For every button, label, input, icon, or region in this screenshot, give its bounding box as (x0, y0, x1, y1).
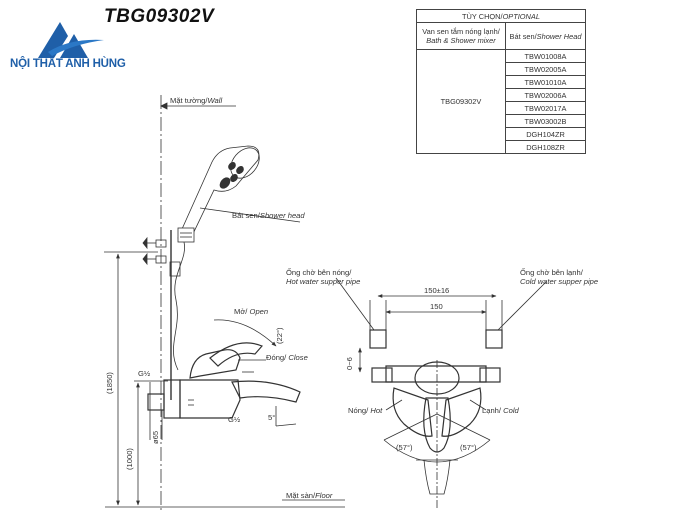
column-shower-head: Bát sen/Shower Head (505, 22, 586, 50)
open-label: Mở/ Open (234, 307, 268, 316)
shower-head-label: Bát sen/Shower head (232, 211, 305, 220)
table-model-cell: TBG09302V (416, 49, 506, 154)
mixer-front-view (369, 300, 503, 510)
angle-line-left (383, 413, 438, 441)
dim-150-tol-label: 150±16 (424, 286, 449, 295)
wall-bracket-lower (142, 252, 167, 266)
angle5-line (275, 423, 297, 427)
offset-label: 0~6 (345, 357, 354, 370)
angle-22-label: (22°) (275, 327, 284, 344)
angle-5-label: 5° (268, 413, 275, 422)
dim-1850-label: (1850) (105, 372, 114, 394)
angle-arc (383, 439, 491, 463)
angle-line-right (436, 413, 491, 441)
column-mixer: Van sen tắm nóng lạnh/Bath & Shower mixe… (416, 22, 506, 50)
angle-left-label: (57°) (396, 443, 413, 452)
floor-label: Mặt sàn/Floor (286, 491, 333, 500)
hot-leader (385, 399, 403, 411)
shower-head-leader (199, 207, 301, 223)
shower-holder (169, 261, 181, 277)
dim-150-label: 150 (430, 302, 443, 311)
dim-65-label: ø65 (151, 431, 160, 444)
logo-swoosh (48, 39, 104, 56)
dim-1000-label: (1000) (125, 448, 134, 470)
hot-pipe-label-1: Ống chờ bên nóng/ (286, 267, 352, 277)
cold-pipe-leader (497, 281, 547, 331)
brand-name: NỘI THẤT ANH HÙNG (10, 58, 126, 70)
cold-pipe-label-2: Cold water supper pipe (520, 277, 598, 286)
logo-mark-left (38, 22, 68, 58)
hot-pipe-leader (335, 277, 375, 331)
mixer-side-view (147, 342, 301, 419)
model-title: TBG09302V (104, 6, 215, 27)
thread-bottom-label: G½ (228, 415, 241, 424)
wall-arrow (160, 102, 168, 110)
hot-pipe-label-2: Hot water supper pipe (286, 277, 360, 286)
cold-label: Lạnh/ Cold (482, 406, 520, 415)
wall-bracket-upper (142, 236, 167, 250)
options-table: TÙY CHỌN/OPTIONAL Van sen tắm nóng lạnh/… (416, 9, 586, 154)
open-arc (213, 319, 277, 347)
hot-label: Nóng/ Hot (348, 406, 383, 415)
wall-label: Mặt tường/Wall (170, 96, 222, 105)
thread-top-label: G½ (138, 369, 151, 378)
hand-shower (177, 145, 260, 243)
brand-logo (38, 22, 104, 58)
shower-hose (173, 241, 185, 371)
angle-right-label: (57°) (460, 443, 477, 452)
cold-leader (469, 399, 487, 411)
cold-pipe-label-1: Ống chờ bên lạnh/ (520, 267, 584, 277)
table-row: DGH108ZR (505, 140, 586, 154)
close-label: Đóng/ Close (266, 353, 308, 362)
